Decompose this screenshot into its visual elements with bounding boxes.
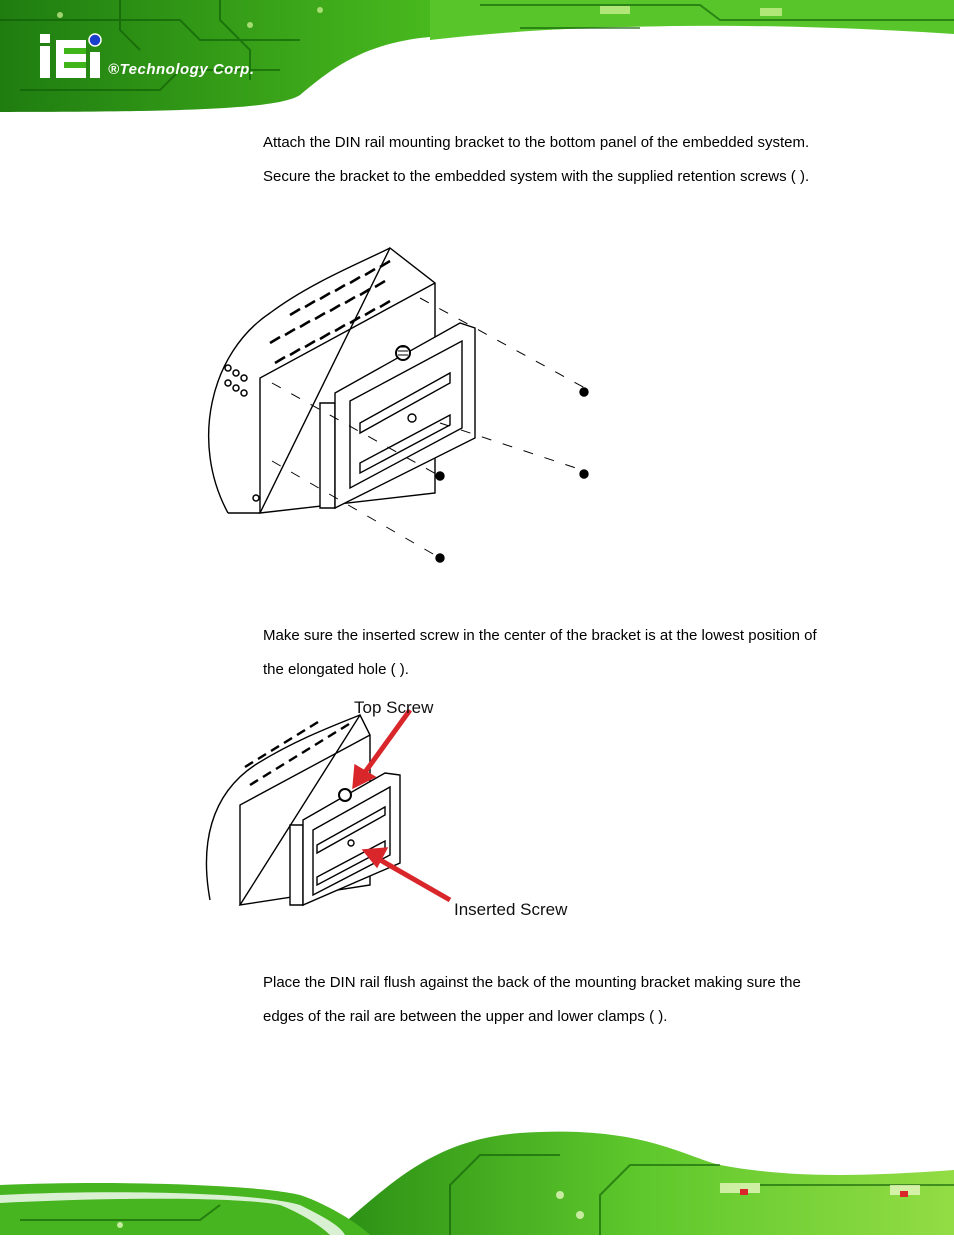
pcb-header-graphic [0,0,954,112]
bracket-installation-figure [200,243,620,573]
instruction-paragraph-3: Place the DIN rail flush against the bac… [263,974,801,1025]
inserted-screw-label: Inserted Screw [454,900,568,919]
iei-logo [38,32,108,82]
instruction-paragraph-2: Make sure the inserted screw in the cent… [263,627,817,678]
page-footer [0,1125,954,1235]
instruction-paragraph-1: Attach the DIN rail mounting bracket to … [263,134,810,185]
logo-text: ®Technology Corp. [108,61,255,78]
page-header: ®Technology Corp. [0,0,954,112]
pcb-footer-graphic [0,1125,954,1235]
screw-position-figure [205,695,605,930]
top-screw-label: Top Screw [354,698,434,717]
